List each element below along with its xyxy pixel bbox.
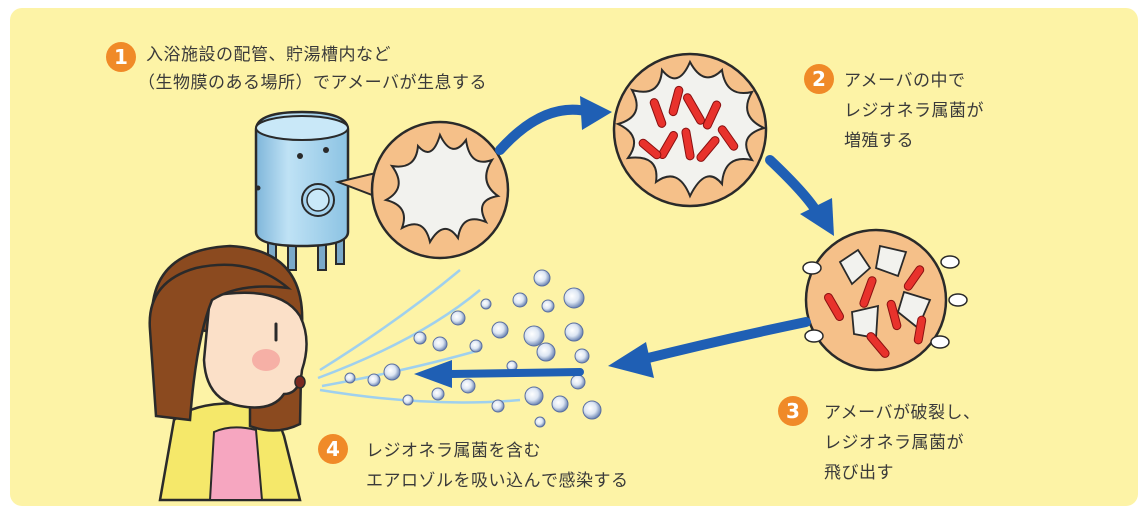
step-1-badge: 1 [106, 42, 136, 72]
cycle-arrow-icon [495, 104, 595, 155]
step-2-line-3: 増殖する [844, 131, 914, 151]
step-3-line-1: アメーバが破裂し、 [824, 403, 981, 423]
amoeba-bursting [802, 228, 968, 372]
storage-tank-icon [254, 110, 350, 271]
step-3-badge: 3 [778, 396, 808, 426]
aerosol-stream [317, 269, 521, 404]
step-4-line-1: レジオネラ属菌を含む [366, 441, 541, 461]
step-1-line-1: 入浴施設の配管、貯湯槽内など [146, 45, 391, 65]
bacteria-icon [638, 85, 739, 162]
step-3-line-3: 飛び出す [824, 463, 894, 483]
step-4-line-2: エアロゾルを吸い込んで感染する [366, 471, 629, 491]
step-3-line-2: レジオネラ属菌が [824, 433, 964, 453]
amoeba-multiplying [612, 52, 768, 208]
person-icon [148, 244, 308, 502]
step-2-badge: 2 [804, 64, 834, 94]
step-1-line-2: （生物膜のある場所）でアメーバが生息する [138, 73, 487, 93]
step-4-badge: 4 [318, 434, 348, 464]
step-2-line-1: アメーバの中で [844, 71, 966, 91]
amoeba-habitat-bubble [334, 120, 510, 260]
amoeba-icon [383, 132, 501, 245]
aerosol-droplet-icon [344, 269, 602, 428]
step-2-line-2: レジオネラ属菌が [844, 101, 984, 121]
